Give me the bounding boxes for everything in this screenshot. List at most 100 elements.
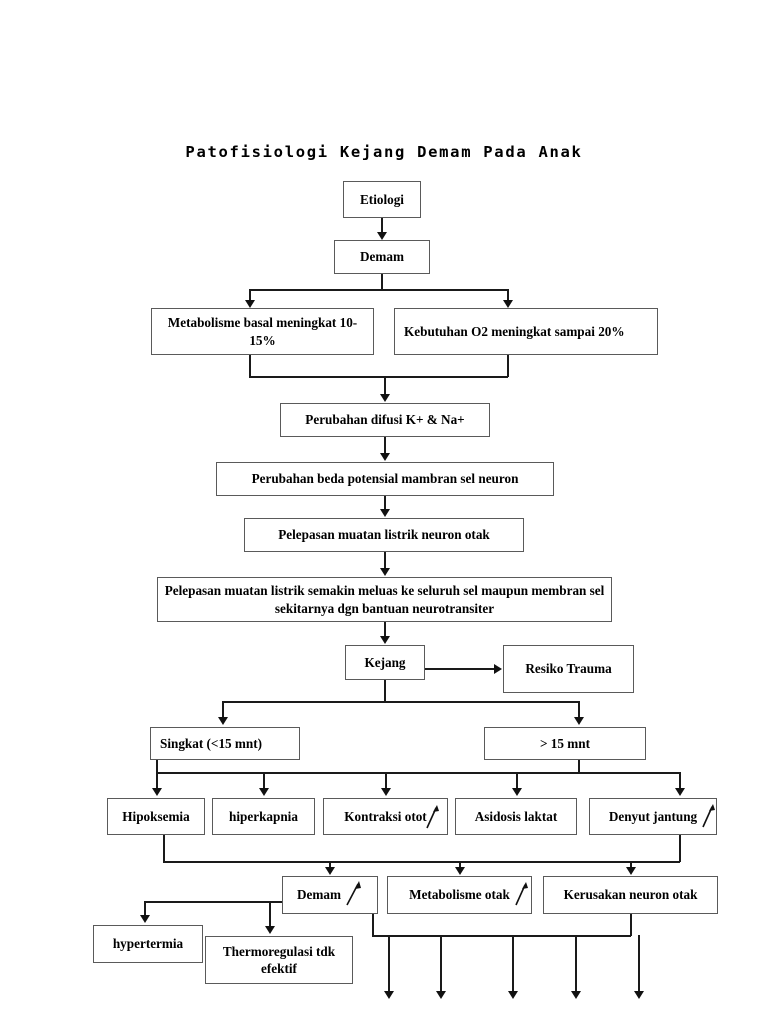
- arrowhead-bottom-stub-5: [634, 991, 644, 999]
- node-kebutuhan-o2-label: Kebutuhan O2 meningkat sampai 20%: [404, 323, 625, 339]
- node-perubahan-difusi[interactable]: Perubahan difusi K+ & Na+: [280, 403, 490, 437]
- connector-demam-left-bar: [144, 901, 284, 903]
- connector-denyut-down: [679, 835, 681, 862]
- node-thermoregulasi[interactable]: Thermoregulasi tdk efektif: [205, 936, 353, 984]
- node-metabolisme-otak[interactable]: Metabolisme otak: [387, 876, 532, 914]
- node-metabolisme-basal[interactable]: Metabolisme basal meningkat 10-15%: [151, 308, 374, 355]
- node-perubahan-beda-potensial[interactable]: Perubahan beda potensial mambran sel neu…: [216, 462, 554, 496]
- connector-singkat-down: [156, 760, 158, 773]
- connector-demam-right-down: [372, 914, 374, 936]
- connector-bottom-stub-1: [388, 935, 390, 992]
- node-hypertermia[interactable]: hypertermia: [93, 925, 203, 963]
- node-resiko-trauma-label: Resiko Trauma: [525, 661, 612, 677]
- connector-meluas-kejang: [384, 622, 386, 637]
- connector-bottom-stub-3: [512, 935, 514, 992]
- node-demam-bottom-label: Demam: [297, 887, 341, 903]
- arrowhead-singkat: [218, 717, 228, 725]
- arrowhead-hypertermia: [140, 915, 150, 923]
- connector-to-hypertermia: [144, 901, 146, 916]
- connector-distribution-bar: [156, 772, 680, 774]
- arrowhead-kerusakan-neuron: [626, 867, 636, 875]
- node-kerusakan-neuron-otak[interactable]: Kerusakan neuron otak: [543, 876, 718, 914]
- node-kontraksi-otot[interactable]: Kontraksi otot: [323, 798, 448, 835]
- node-metabolisme-basal-label: Metabolisme basal meningkat 10-15%: [167, 315, 358, 348]
- node-demam-top-label: Demam: [360, 249, 404, 265]
- node-perubahan-beda-potensial-label: Perubahan beda potensial mambran sel neu…: [251, 471, 519, 487]
- node-etiologi-label: Etiologi: [360, 191, 404, 207]
- connector-to-lebih15: [578, 701, 580, 718]
- arrowhead-bottom-stub-3: [508, 991, 518, 999]
- node-kebutuhan-o2[interactable]: Kebutuhan O2 meningkat sampai 20%: [394, 308, 658, 355]
- connector-to-metabolisme-otak: [459, 861, 461, 868]
- connector-to-hiperkapnia: [263, 772, 265, 789]
- node-pelepasan-meluas-label: Pelepasan muatan listrik semakin meluas …: [164, 583, 605, 616]
- connector-split-bar-top: [249, 289, 508, 291]
- arrowhead-demam-top: [377, 232, 387, 240]
- node-hypertermia-label: hypertermia: [112, 936, 184, 952]
- connector-bottom-stub-5: [638, 935, 640, 992]
- node-hipoksemia-label: Hipoksemia: [122, 808, 190, 824]
- arrowhead-kejang: [380, 636, 390, 644]
- node-hipoksemia[interactable]: Hipoksemia: [107, 798, 205, 835]
- connector-difusi-beda: [384, 437, 386, 454]
- connector-merge-down: [384, 376, 386, 395]
- connector-to-thermoregulasi: [269, 901, 271, 927]
- node-singkat[interactable]: Singkat (<15 mnt): [150, 727, 300, 760]
- arrowhead-beda-potensial: [380, 453, 390, 461]
- node-resiko-trauma[interactable]: Resiko Trauma: [503, 645, 634, 693]
- node-asidosis-laktat[interactable]: Asidosis laktat: [455, 798, 577, 835]
- arrowhead-bottom-stub-2: [436, 991, 446, 999]
- node-kejang-label: Kejang: [364, 654, 406, 670]
- arrowhead-metabolisme-otak: [455, 867, 465, 875]
- connector-demam-down: [381, 274, 383, 290]
- connector-bottom-stub-2: [440, 935, 442, 992]
- node-kerusakan-neuron-otak-label: Kerusakan neuron otak: [563, 887, 698, 903]
- connector-to-hipoksemia: [156, 772, 158, 789]
- arrowhead-hiperkapnia: [259, 788, 269, 796]
- connector-beda-pelepasan: [384, 496, 386, 510]
- connector-lebih15-down: [578, 760, 580, 773]
- arrowhead-hipoksemia: [152, 788, 162, 796]
- node-denyut-jantung[interactable]: Denyut jantung: [589, 798, 717, 835]
- node-asidosis-laktat-label: Asidosis laktat: [474, 808, 558, 824]
- node-demam-bottom[interactable]: Demam: [282, 876, 378, 914]
- node-kejang[interactable]: Kejang: [345, 645, 425, 680]
- node-lebih-15-mnt[interactable]: > 15 mnt: [484, 727, 646, 760]
- arrowhead-resiko-trauma: [494, 664, 502, 674]
- page-title: Patofisiologi Kejang Demam Pada Anak: [185, 143, 583, 161]
- connector-to-singkat: [222, 701, 224, 718]
- connector-kejang-split-bar: [222, 701, 579, 703]
- node-hiperkapnia-label: hiperkapnia: [229, 808, 298, 824]
- arrowhead-pelepasan-meluas: [380, 568, 390, 576]
- connector-pelepasan-meluas: [384, 552, 386, 569]
- node-thermoregulasi-label: Thermoregulasi tdk efektif: [222, 943, 336, 976]
- connector-to-demam-bottom: [329, 861, 331, 868]
- arrowhead-asidosis-laktat: [512, 788, 522, 796]
- node-pelepasan-muatan-label: Pelepasan muatan listrik neuron otak: [278, 527, 490, 543]
- connector-merge-bar: [249, 376, 508, 378]
- connector-hipoksemia-down: [163, 835, 165, 862]
- connector-to-denyut: [679, 772, 681, 789]
- connector-bottom-distribution-bar: [372, 935, 631, 937]
- arrowhead-bottom-stub-1: [384, 991, 394, 999]
- connector-kerusakan-down: [630, 914, 632, 936]
- connector-etiologi-demam: [381, 218, 383, 234]
- node-pelepasan-muatan[interactable]: Pelepasan muatan listrik neuron otak: [244, 518, 524, 552]
- connector-to-asidosis: [516, 772, 518, 789]
- node-demam-top[interactable]: Demam: [334, 240, 430, 274]
- node-metabolisme-otak-label: Metabolisme otak: [409, 887, 510, 903]
- node-hiperkapnia[interactable]: hiperkapnia: [212, 798, 315, 835]
- connector-to-kontraksi: [385, 772, 387, 789]
- arrowhead-demam-bottom: [325, 867, 335, 875]
- connector-split-left: [249, 289, 251, 301]
- node-pelepasan-meluas[interactable]: Pelepasan muatan listrik semakin meluas …: [157, 577, 612, 622]
- arrowhead-kontraksi-otot: [381, 788, 391, 796]
- connector-split-right: [507, 289, 509, 301]
- node-singkat-label: Singkat (<15 mnt): [160, 735, 263, 751]
- arrowhead-bottom-stub-4: [571, 991, 581, 999]
- connector-kejang-resiko: [425, 668, 495, 670]
- arrowhead-lebih-15: [574, 717, 584, 725]
- node-etiologi[interactable]: Etiologi: [343, 181, 421, 218]
- node-perubahan-difusi-label: Perubahan difusi K+ & Na+: [305, 412, 465, 428]
